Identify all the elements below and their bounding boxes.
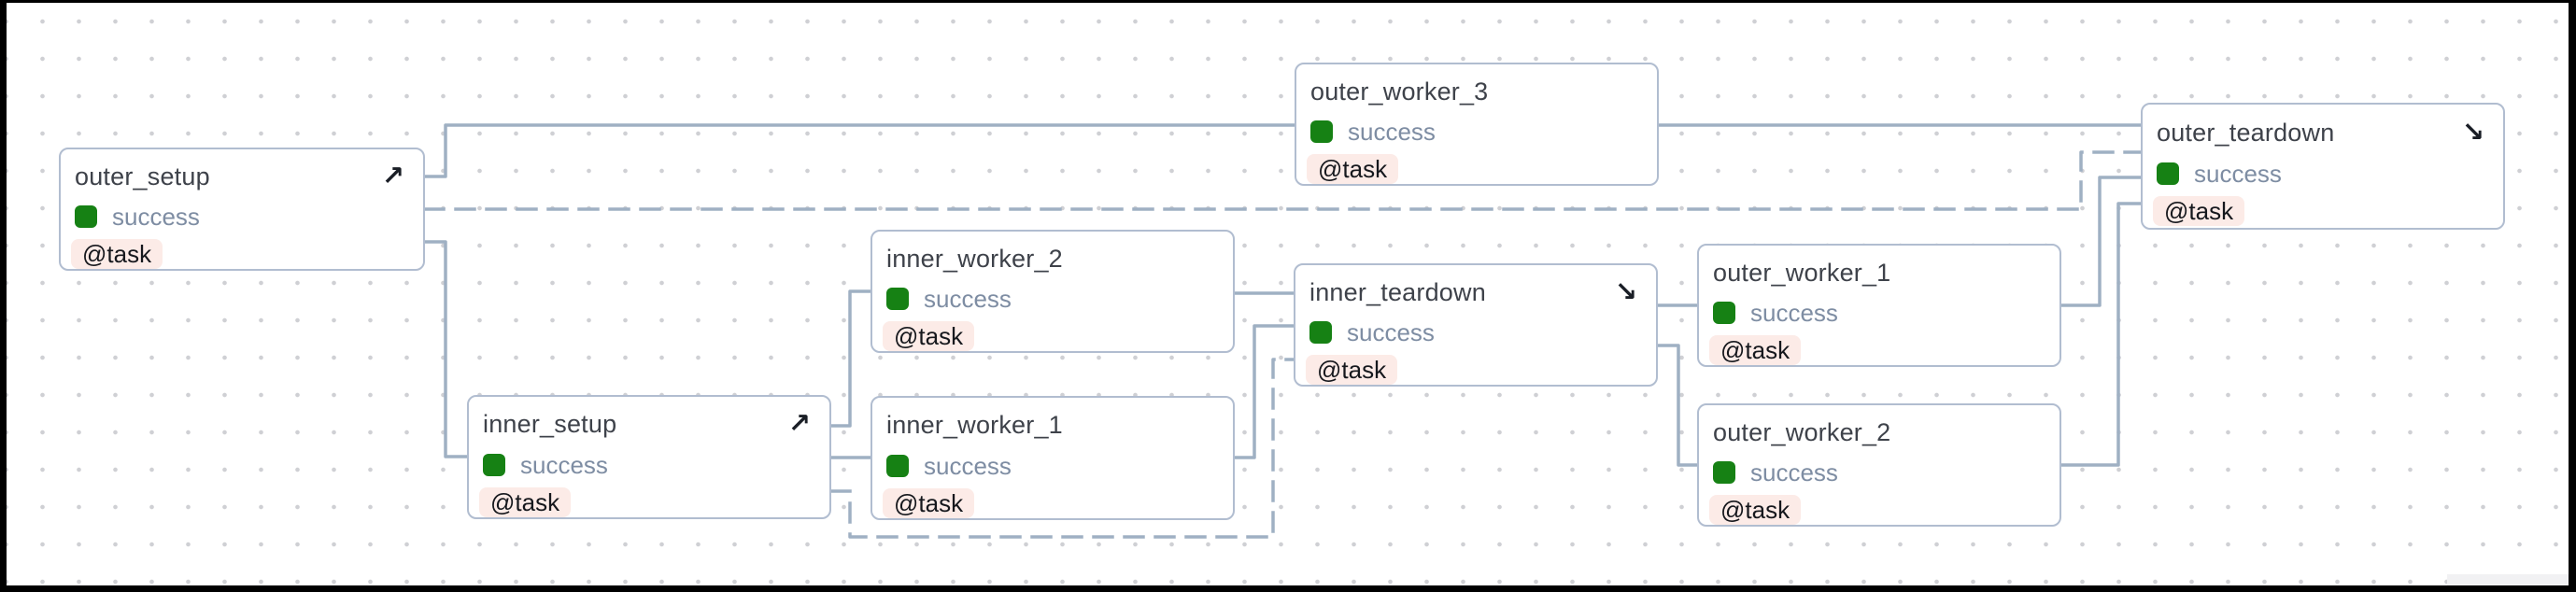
window-frame-right [2569,0,2576,592]
success-state-icon [2157,162,2179,185]
success-state-icon [886,455,909,477]
teardown-arrow-icon: ↘ [2461,117,2484,148]
status-label: success [2194,159,2282,188]
edge-outer_setup-outer_worker_3 [423,123,1296,178]
edge-outer_worker_2-outer_teardown [2059,202,2143,467]
task-node-inner-worker-1[interactable]: inner_worker_1 success @task [870,396,1235,520]
window-frame-top [0,0,2576,3]
task-decorator-badge: @task [1306,355,1398,385]
success-state-icon [886,288,909,310]
task-node-inner-setup[interactable]: inner_setup ↗ success @task [467,395,831,519]
edge-dashed-outer_setup-outer_teardown [423,150,2143,211]
task-name: inner_setup [483,410,617,438]
task-decorator-badge: @task [479,487,572,517]
task-decorator-badge: @task [883,321,975,351]
task-decorator-badge: @task [883,488,975,518]
setup-arrow-icon: ↗ [381,161,404,191]
task-node-outer-worker-1[interactable]: outer_worker_1 success @task [1697,244,2061,367]
status-label: success [520,450,608,479]
edge-inner_setup-inner_worker_2 [829,289,872,428]
success-state-icon [1713,302,1735,324]
success-state-icon [75,205,97,228]
status-label: success [924,284,1012,313]
success-state-icon [1713,461,1735,484]
edge-inner_worker_1-inner_teardown [1233,324,1295,459]
success-state-icon [1310,120,1333,143]
status-label: success [1348,117,1436,146]
teardown-arrow-icon: ↘ [1614,276,1637,307]
task-name: inner_worker_1 [886,411,1063,439]
task-node-outer-setup[interactable]: outer_setup ↗ success @task [59,148,425,271]
task-node-inner-teardown[interactable]: inner_teardown ↘ success @task [1294,263,1658,387]
task-decorator-badge: @task [1709,335,1802,365]
window-frame-bottom [0,585,2576,592]
status-label: success [112,202,200,231]
task-name: outer_worker_2 [1713,417,1891,446]
task-decorator-badge: @task [1709,495,1802,525]
task-node-inner-worker-2[interactable]: inner_worker_2 success @task [870,230,1235,353]
task-name: outer_teardown [2157,118,2335,147]
attribution-bar [2447,574,2570,585]
task-decorator-badge: @task [1307,154,1399,184]
task-decorator-badge: @task [2153,196,2245,226]
status-label: success [1750,458,1838,486]
edge-inner_teardown-outer_worker_2 [1656,344,1699,467]
task-name: outer_worker_1 [1713,258,1891,287]
task-name: inner_teardown [1309,277,1486,306]
setup-arrow-icon: ↗ [787,409,811,439]
status-label: success [924,451,1012,480]
success-state-icon [483,454,505,476]
task-node-outer-worker-3[interactable]: outer_worker_3 success @task [1295,63,1659,186]
status-label: success [1347,317,1435,346]
task-name: outer_worker_3 [1310,77,1489,106]
task-node-outer-worker-2[interactable]: outer_worker_2 success @task [1697,403,2061,527]
task-decorator-badge: @task [71,239,163,269]
status-label: success [1750,298,1838,327]
window-frame-left [0,0,7,592]
edge-dashed-inner_setup-inner_teardown [829,358,1295,539]
task-name: inner_worker_2 [886,244,1063,273]
success-state-icon [1309,321,1332,344]
edge-outer_worker_1-outer_teardown [2059,176,2143,307]
task-name: outer_setup [75,162,210,190]
edge-outer_setup-inner_setup [423,240,469,458]
task-node-outer-teardown[interactable]: outer_teardown ↘ success @task [2141,103,2505,230]
